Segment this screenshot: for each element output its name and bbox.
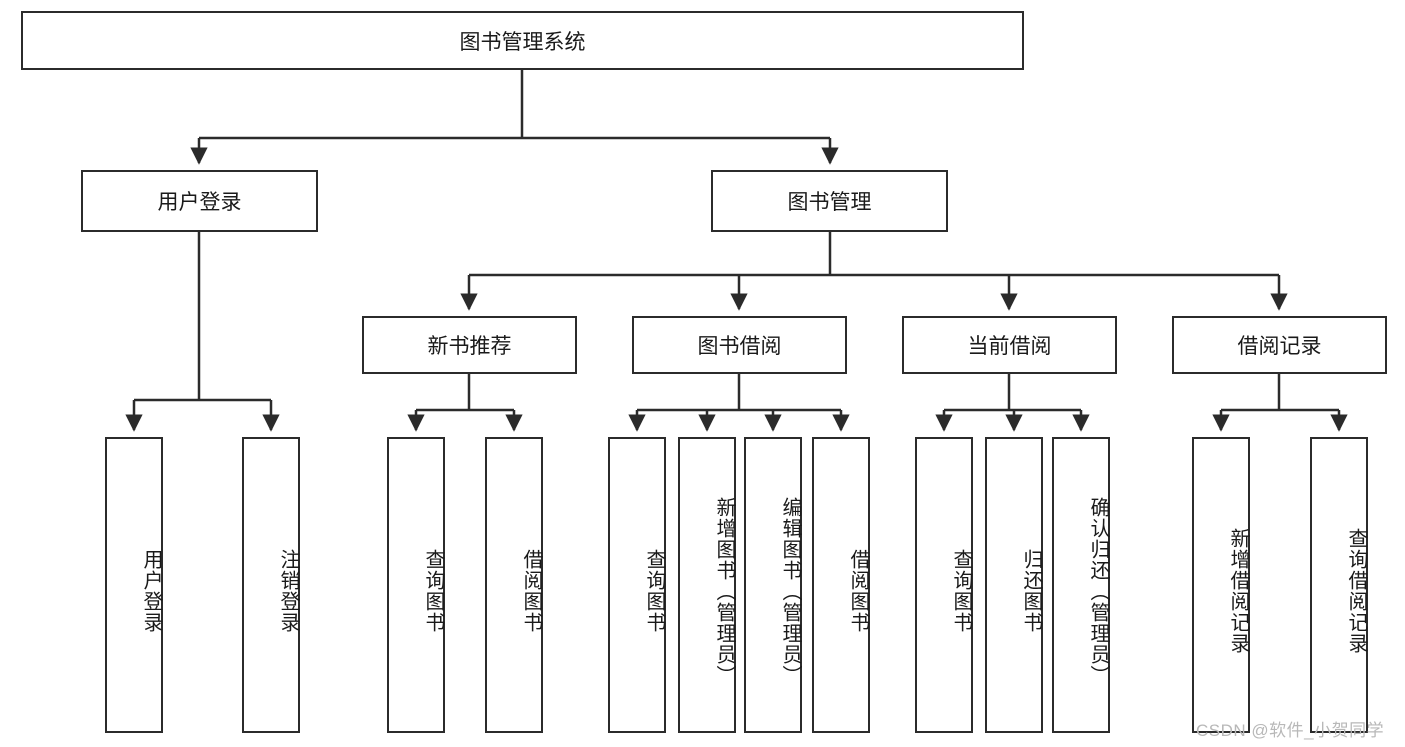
leaf-query-book-borrow[interactable]: 查询图书	[608, 437, 666, 733]
node-label: 查询借阅记录	[1345, 528, 1367, 654]
leaf-borrow-book[interactable]: 借阅图书	[812, 437, 870, 733]
node-label: 注销登录	[277, 549, 299, 633]
node-new-book-recommend[interactable]: 新书推荐	[362, 316, 577, 374]
leaf-user-login[interactable]: 用户登录	[105, 437, 163, 733]
node-label: 借阅记录	[1237, 335, 1322, 358]
node-label: 查询图书	[643, 549, 665, 633]
node-label: 编辑图书（管理员）	[779, 496, 801, 686]
node-label: 当前借阅	[967, 335, 1052, 358]
node-label: 用户登录	[157, 191, 242, 214]
leaf-confirm-return-admin[interactable]: 确认归还（管理员）	[1052, 437, 1110, 733]
leaf-borrow-book-recommend[interactable]: 借阅图书	[485, 437, 543, 733]
csdn-watermark: CSDN @软件_小贺同学	[1196, 721, 1385, 740]
leaf-edit-book-admin[interactable]: 编辑图书（管理员）	[744, 437, 802, 733]
leaf-add-book-admin[interactable]: 新增图书（管理员）	[678, 437, 736, 733]
node-borrow-record[interactable]: 借阅记录	[1172, 316, 1387, 374]
node-label: 查询图书	[950, 549, 972, 633]
node-label: 借阅图书	[520, 549, 542, 633]
node-label: 图书管理	[787, 191, 872, 214]
node-book-management[interactable]: 图书管理	[711, 170, 948, 232]
node-label: 图书管理系统	[459, 30, 586, 54]
leaf-return-book[interactable]: 归还图书	[985, 437, 1043, 733]
node-root[interactable]: 图书管理系统	[21, 11, 1024, 70]
node-label: 新增借阅记录	[1227, 528, 1249, 654]
node-book-borrow[interactable]: 图书借阅	[632, 316, 847, 374]
node-label: 借阅图书	[847, 549, 869, 633]
node-label: 新增图书（管理员）	[713, 496, 735, 686]
node-label: 归还图书	[1020, 549, 1042, 633]
node-user-login[interactable]: 用户登录	[81, 170, 318, 232]
node-label: 确认归还（管理员）	[1087, 496, 1109, 686]
leaf-query-book-recommend[interactable]: 查询图书	[387, 437, 445, 733]
node-label: 查询图书	[422, 549, 444, 633]
leaf-query-book-current[interactable]: 查询图书	[915, 437, 973, 733]
leaf-add-borrow-record[interactable]: 新增借阅记录	[1192, 437, 1250, 733]
node-current-borrow[interactable]: 当前借阅	[902, 316, 1117, 374]
node-label: 新书推荐	[427, 335, 512, 358]
node-label: 图书借阅	[697, 335, 782, 358]
node-label: 用户登录	[140, 549, 162, 633]
leaf-logout[interactable]: 注销登录	[242, 437, 300, 733]
leaf-query-borrow-record[interactable]: 查询借阅记录	[1310, 437, 1368, 733]
